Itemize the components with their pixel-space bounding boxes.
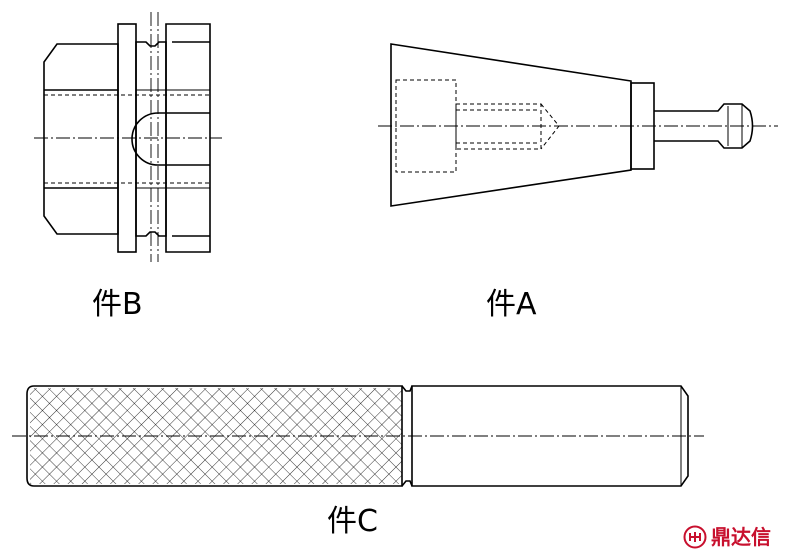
watermark-text: 鼎达信 (711, 525, 771, 549)
part-b-hidden-lines (44, 94, 210, 184)
brand-mark-icon (683, 525, 707, 549)
part-a-drawing (390, 43, 754, 207)
watermark-logo: 鼎达信 (683, 522, 771, 552)
part-c-label: 件C (327, 504, 378, 539)
part-b-label: 件B (92, 287, 143, 322)
part-b-centerlines (34, 12, 222, 262)
part-a-label: 件A (486, 287, 537, 322)
